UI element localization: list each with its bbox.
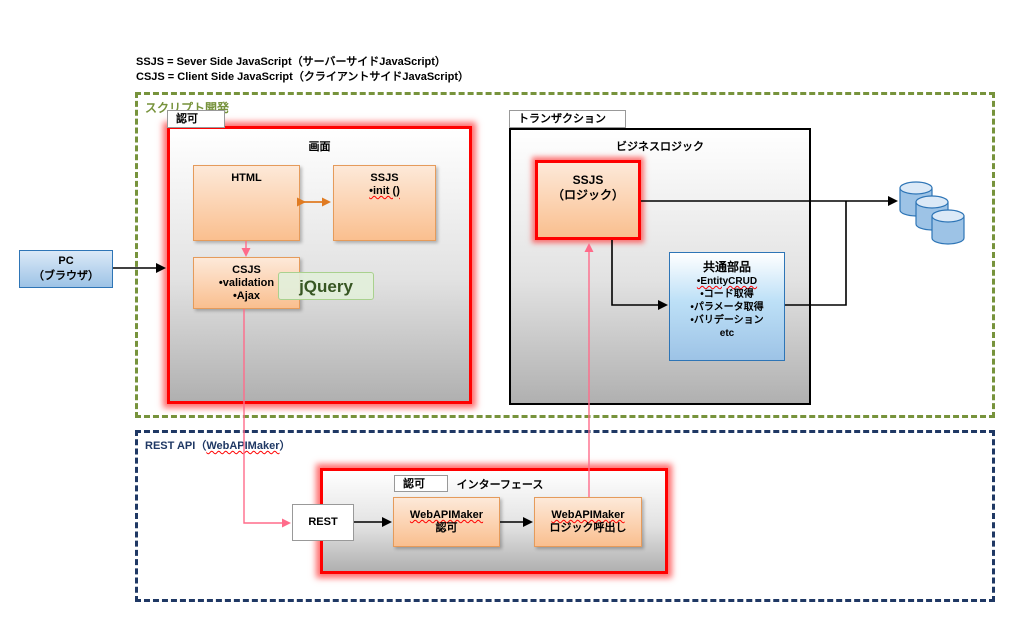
database-cylinder-3 [931,209,965,245]
legend-ssjs: SSJS = Sever Side JavaScript（サーバーサイドJava… [136,56,446,68]
rest-api-label-suffix: ） [279,440,291,452]
webapimaker-auth-box: WebAPIMaker 認可 [393,497,500,547]
business-logic-title: ビジネスロジック [616,141,704,153]
rest-api-label: REST API（WebAPIMaker） [145,437,290,453]
screen-ssjs-box: SSJS •init () [333,165,436,241]
pc-browser-label: （ブラウザ） [33,270,99,282]
html-box: HTML [193,165,300,241]
logic-ssjs-title: SSJS [572,173,604,187]
common-item-code: •コード取得 [700,289,754,300]
jquery-badge: jQuery [278,272,374,300]
csjs-title: CSJS [232,264,261,276]
common-item-validation: •バリデーション [690,315,764,326]
screen-title: 画面 [308,141,331,153]
common-item-parameter: •パラメータ取得 [690,302,764,313]
pc-browser-box: PC （ブラウザ） [19,250,113,288]
webapimaker-logic-box: WebAPIMaker ロジック呼出し [534,497,642,547]
csjs-to-rest-arrow [243,309,291,528]
common-to-database-line [785,201,847,306]
logic-ssjs-box: SSJS （ロジック） [535,160,641,240]
common-components-box: 共通部品 •EntityCRUD •コード取得 •パラメータ取得 •バリデーショ… [669,252,785,361]
webapimaker-auth-name: WebAPIMaker [409,509,484,521]
database-icon [899,181,965,245]
rest-api-label-prefix: REST API（ [145,440,207,452]
screen-auth-tag: 認可 [167,110,225,128]
rest-box: REST [292,504,354,541]
common-item-entitycrud: •EntityCRUD [696,276,758,287]
webapimaker-logic-name: WebAPIMaker [551,509,625,521]
webapimaker-auth-label: 認可 [435,522,458,534]
screen-ssjs-item: •init () [369,185,400,197]
jquery-label: jQuery [299,277,353,296]
logic-to-common-arrow [611,240,668,310]
rest-api-label-name: WebAPIMaker [206,440,280,452]
interface-auth-tag: 認可 [394,475,448,492]
interface-title: インターフェース [456,479,544,491]
logic-ssjs-subtitle: （ロジック） [551,188,624,202]
script-development-region [135,92,995,418]
legend-csjs: CSJS = Client Side JavaScript（クライアントサイドJ… [136,71,470,83]
common-item-etc: etc [719,328,735,339]
csjs-item-ajax: •Ajax [232,290,261,302]
screen-ssjs-title: SSJS [370,172,399,184]
pc-label: PC [58,255,74,267]
csjs-item-validation: •validation [218,277,275,289]
rest-label: REST [308,516,338,528]
webapimaker-logic-label: ロジック呼出し [549,522,627,534]
rest-api-region [135,430,995,602]
html-label: HTML [231,172,262,184]
transaction-tag: トランザクション [509,110,626,128]
common-components-title: 共通部品 [702,260,751,274]
